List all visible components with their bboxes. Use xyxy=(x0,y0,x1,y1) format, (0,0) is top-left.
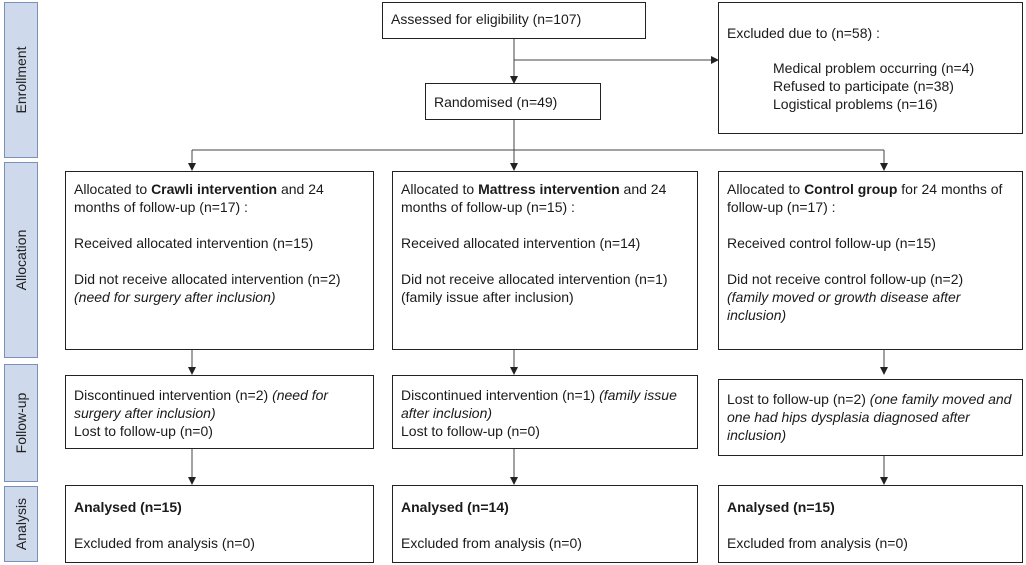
allocation-text-mattress: Allocated to Mattress intervention and 2… xyxy=(401,181,667,215)
excluded-analysis-crawli: Excluded from analysis (n=0) xyxy=(74,535,255,551)
stage-followup: Follow-up xyxy=(4,364,38,482)
analysed-control: Analysed (n=15) xyxy=(727,499,835,515)
not-received-control: Did not receive control follow-up (n=2) xyxy=(727,271,964,287)
analysis-box-control: Analysed (n=15) Excluded from analysis (… xyxy=(718,485,1023,563)
followup-lost-mattress: Lost to follow-up (n=0) xyxy=(401,423,540,439)
stage-followup-label: Follow-up xyxy=(13,392,29,454)
stage-enrollment-label: Enrollment xyxy=(13,46,29,114)
stage-allocation: Allocation xyxy=(4,162,38,358)
followup-box-crawli: Discontinued intervention (n=2) (need fo… xyxy=(65,375,374,449)
not-received-crawli: Did not receive allocated intervention (… xyxy=(74,271,341,287)
arm-name-mattress: Mattress intervention xyxy=(478,181,620,197)
received-control: Received control follow-up (n=15) xyxy=(727,235,936,251)
excluded-reason-logistical: Logistical problems (n=16) xyxy=(773,96,938,112)
assessed-box: Assessed for eligibility (n=107) xyxy=(382,2,646,39)
stage-analysis: Analysis xyxy=(4,486,38,562)
arm-name-crawli: Crawli intervention xyxy=(151,181,278,197)
analysis-box-crawli: Analysed (n=15) Excluded from analysis (… xyxy=(65,485,374,563)
allocation-box-mattress: Allocated to Mattress intervention and 2… xyxy=(392,171,698,350)
followup-text-crawli: Discontinued intervention (n=2) (need fo… xyxy=(74,387,329,421)
excluded-analysis-control: Excluded from analysis (n=0) xyxy=(727,535,908,551)
analysed-crawli: Analysed (n=15) xyxy=(74,499,182,515)
excluded-title: Excluded due to (n=58) : xyxy=(727,25,880,41)
excluded-reason-medical: Medical problem occurring (n=4) xyxy=(773,60,975,76)
allocation-text-control: Allocated to Control group for 24 months… xyxy=(727,181,1003,215)
stage-enrollment: Enrollment xyxy=(4,2,38,158)
excluded-box: Excluded due to (n=58) : Medical problem… xyxy=(718,2,1023,134)
arm-name-control: Control group xyxy=(804,181,898,197)
analysed-mattress: Analysed (n=14) xyxy=(401,499,509,515)
followup-text-mattress: Discontinued intervention (n=1) (family … xyxy=(401,387,677,421)
randomised-text: Randomised (n=49) xyxy=(434,94,558,110)
not-received-mattress: Did not receive allocated intervention (… xyxy=(401,271,668,287)
allocation-box-control: Allocated to Control group for 24 months… xyxy=(718,171,1023,350)
stage-allocation-label: Allocation xyxy=(13,229,29,291)
followup-text-control: Lost to follow-up (n=2) (one family move… xyxy=(727,391,1012,443)
not-received-reason-mattress: (family issue after inclusion) xyxy=(401,289,574,305)
allocation-text-crawli: Allocated to Crawli intervention and 24 … xyxy=(74,181,324,215)
assessed-text: Assessed for eligibility (n=107) xyxy=(391,11,582,27)
followup-lost-crawli: Lost to follow-up (n=0) xyxy=(74,423,213,439)
excluded-reason-refused: Refused to participate (n=38) xyxy=(773,78,954,94)
received-crawli: Received allocated intervention (n=15) xyxy=(74,235,314,251)
excluded-analysis-mattress: Excluded from analysis (n=0) xyxy=(401,535,582,551)
followup-box-control: Lost to follow-up (n=2) (one family move… xyxy=(718,379,1023,456)
analysis-box-mattress: Analysed (n=14) Excluded from analysis (… xyxy=(392,485,698,563)
followup-box-mattress: Discontinued intervention (n=1) (family … xyxy=(392,375,698,449)
randomised-box: Randomised (n=49) xyxy=(425,83,601,120)
allocation-box-crawli: Allocated to Crawli intervention and 24 … xyxy=(65,171,374,350)
received-mattress: Received allocated intervention (n=14) xyxy=(401,235,641,251)
not-received-reason-crawli: (need for surgery after inclusion) xyxy=(74,289,276,305)
not-received-reason-control: (family moved or growth disease after in… xyxy=(727,289,961,323)
stage-analysis-label: Analysis xyxy=(13,497,29,551)
